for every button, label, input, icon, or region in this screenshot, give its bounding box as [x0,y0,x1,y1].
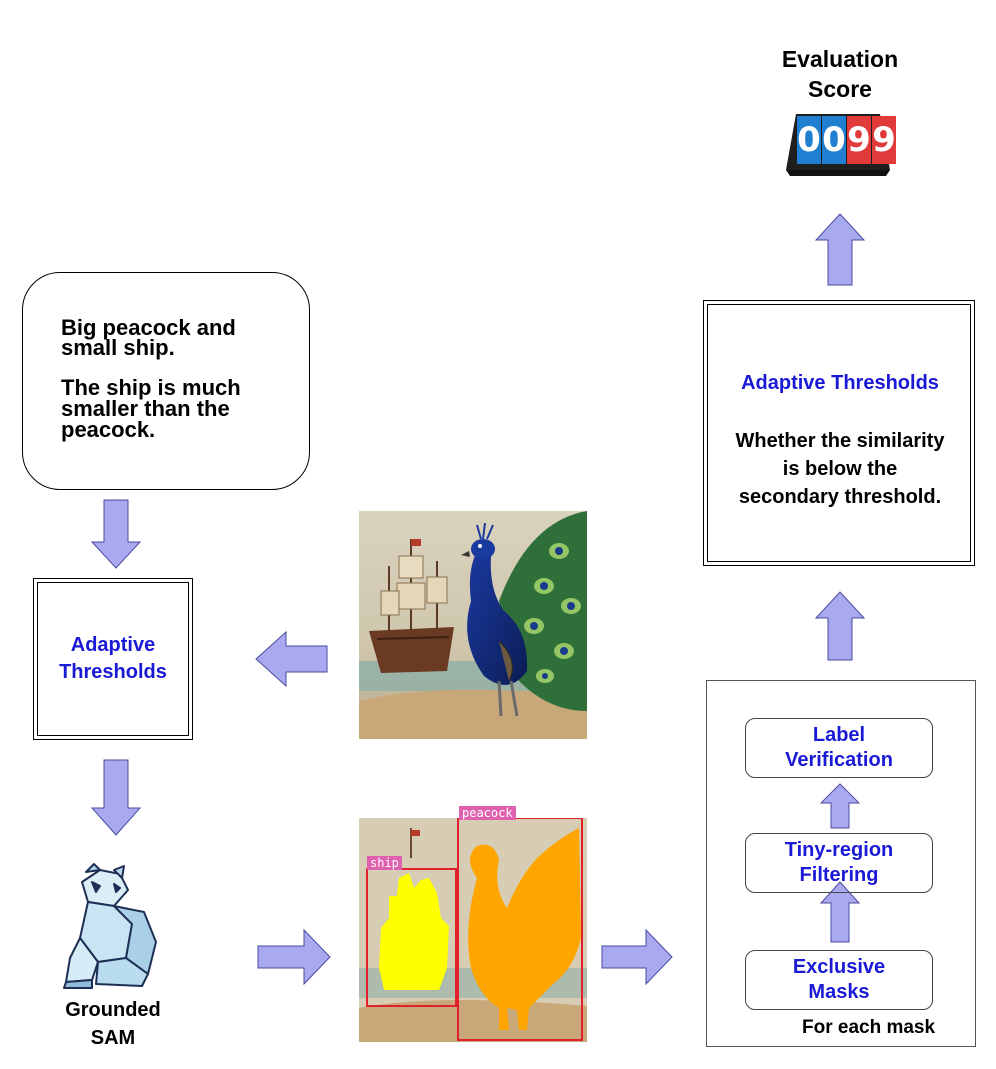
score-digit-3: 9 [847,116,871,164]
ship-tag: ship [367,856,402,870]
prompt-line-2: small ship. [61,335,175,360]
evaluation-line-2: Score [808,76,872,102]
evaluation-line-1: Evaluation [781,46,899,72]
peacock-mask [468,828,581,1030]
segmentation-image [359,818,587,1042]
left-thresholds-line-2: Thresholds [59,661,167,683]
label-verification-line-1: Label [812,724,866,746]
mask-pipeline-panel [706,680,976,1047]
exclusive-masks-line-2: Masks [808,981,870,1003]
right-thresholds-desc-line-1: Whether the similarity [735,430,945,452]
right-thresholds-desc-line-2: is below the [782,458,898,480]
exclusive-masks-line-1: Exclusive [792,956,886,978]
left-thresholds-label: Adaptive Thresholds [37,582,189,736]
prompt-line-5: peacock. [61,417,156,442]
label-verification-line-2: Verification [785,749,893,771]
right-thresholds-desc: Whether the similarity is below the seco… [704,427,976,511]
score-digit-2: 0 [822,116,846,164]
for-each-mask-label: For each mask [802,1017,936,1038]
grounded-sam-line-1: Grounded [65,999,161,1021]
right-thresholds-box: Adaptive Thresholds Whether the similari… [703,300,975,566]
tiny-region-line-2: Filtering [799,864,879,886]
left-thresholds-box: Adaptive Thresholds [33,578,193,740]
peacock-tag: peacock [459,806,516,820]
evaluation-score-label: Evaluation Score [740,44,940,104]
score-digit-4: 9 [872,116,896,164]
peacock-bbox [457,818,583,1041]
right-thresholds-title: Adaptive Thresholds [741,372,939,394]
arrow-right-1 [257,928,331,986]
ship-bbox [366,868,457,1007]
label-verification-box: Label Verification [745,718,933,778]
right-thresholds-desc-line-3: secondary threshold. [738,486,942,508]
prompt-line-4: smaller than the [61,396,230,421]
arrow-right-2 [601,928,673,986]
left-thresholds-line-1: Adaptive [70,634,156,656]
score-digit-1: 0 [797,116,821,164]
arrow-left-1 [255,630,328,688]
arrow-up-2 [814,213,866,286]
arrow-down-1 [90,499,142,569]
grounded-sam-line-2: SAM [90,1027,136,1049]
exclusive-masks-box: Exclusive Masks [745,950,933,1010]
arrow-up-1 [814,591,866,661]
generated-image [359,511,587,739]
arrow-down-2 [90,759,142,836]
polar-bear-icon [63,863,157,989]
arrow-up-small-2 [819,783,861,829]
prompt-line-1: Big peacock and [61,315,236,340]
tiny-region-filtering-box: Tiny-region Filtering [745,833,933,893]
prompt-line-3: The ship is much [61,375,241,400]
grounded-sam-label: Grounded SAM [18,996,208,1052]
ship-mask [379,873,449,990]
tiny-region-line-1: Tiny-region [784,839,894,861]
prompt-box: Big peacock and small ship. The ship is … [22,272,310,490]
